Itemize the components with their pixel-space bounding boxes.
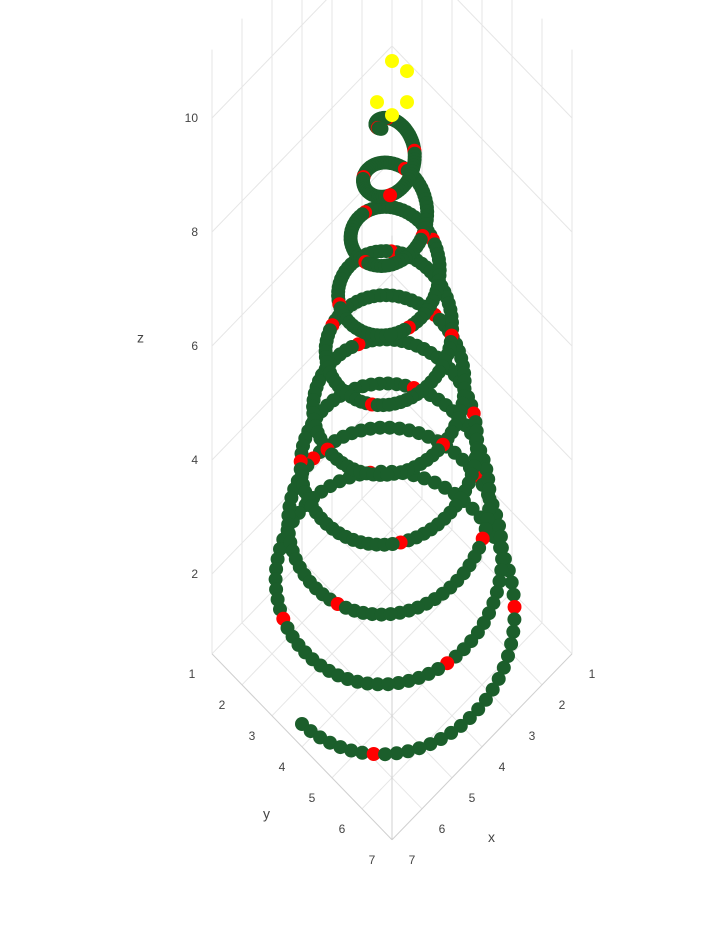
y-tick-label: 1 bbox=[189, 667, 196, 681]
y-axis-label: y bbox=[263, 806, 270, 822]
axis-ticks: 1 2 3 4 5 6 7 1 2 3 4 5 6 7 2 4 6 8 10 bbox=[185, 111, 596, 867]
star-point bbox=[400, 95, 414, 110]
tree-point bbox=[507, 612, 522, 627]
ornament-point bbox=[366, 747, 381, 761]
y-tick-label: 2 bbox=[219, 698, 226, 712]
tree-point bbox=[355, 745, 370, 760]
star-point bbox=[370, 95, 384, 110]
tree-point bbox=[389, 746, 404, 761]
tree-point bbox=[491, 671, 506, 686]
tree-point bbox=[378, 747, 393, 762]
x-tick-label: 1 bbox=[589, 667, 596, 681]
y-tick-label: 5 bbox=[309, 791, 316, 805]
tree-point bbox=[485, 682, 500, 697]
ornament-point bbox=[383, 188, 398, 203]
tree-point bbox=[374, 121, 389, 136]
tree-point bbox=[504, 575, 519, 590]
tree-point bbox=[383, 607, 398, 622]
tree-point bbox=[381, 258, 396, 273]
axis-edge bbox=[211, 653, 393, 841]
tree-point bbox=[471, 702, 486, 717]
z-tick-label: 10 bbox=[185, 111, 199, 125]
x-axis-label: x bbox=[488, 829, 495, 845]
tree-point bbox=[385, 537, 400, 551]
tree-point bbox=[494, 540, 509, 555]
tree-point bbox=[506, 624, 521, 639]
x-tick-label: 4 bbox=[499, 760, 506, 774]
scatter-points bbox=[268, 54, 522, 762]
ornament-point bbox=[507, 600, 522, 614]
tree-point bbox=[333, 740, 348, 755]
z-tick-label: 8 bbox=[191, 225, 198, 239]
tree-point bbox=[496, 660, 511, 675]
tree-point bbox=[482, 492, 497, 507]
tree-point bbox=[495, 552, 510, 566]
tree-point bbox=[482, 482, 497, 497]
tree-point bbox=[344, 743, 359, 758]
tree-point bbox=[501, 649, 515, 663]
tree-point bbox=[381, 677, 396, 692]
star-point bbox=[385, 54, 399, 68]
x-tick-label: 5 bbox=[469, 791, 476, 805]
x-tick-label: 2 bbox=[559, 698, 566, 712]
y-tick-label: 3 bbox=[249, 729, 256, 743]
wall-gridline-horizontal bbox=[211, 0, 573, 119]
star-point bbox=[400, 64, 414, 79]
tree-point bbox=[478, 692, 493, 707]
tree-point bbox=[453, 718, 468, 733]
tree-point bbox=[444, 725, 459, 740]
z-tick-label: 6 bbox=[191, 339, 198, 353]
tree-point bbox=[401, 744, 415, 759]
tree-point bbox=[380, 467, 395, 482]
wall-gridline-horizontal bbox=[211, 45, 573, 233]
x-tick-label: 7 bbox=[409, 853, 416, 867]
tree-point bbox=[423, 737, 438, 752]
tree-point bbox=[412, 741, 427, 756]
tree-point bbox=[494, 563, 509, 578]
tree-point bbox=[391, 676, 406, 690]
tree-point bbox=[370, 677, 385, 692]
tree-point bbox=[360, 676, 375, 691]
tree-point bbox=[504, 637, 519, 651]
tree-point bbox=[382, 397, 397, 412]
tree-point bbox=[493, 529, 508, 544]
tree-point bbox=[269, 562, 284, 577]
y-tick-label: 6 bbox=[339, 822, 346, 836]
z-tick-label: 4 bbox=[191, 453, 198, 467]
z-axis-label: z bbox=[137, 330, 144, 346]
tree-point bbox=[489, 585, 504, 600]
tree-point bbox=[417, 471, 432, 486]
x-tick-label: 3 bbox=[529, 729, 536, 743]
tree-point bbox=[383, 327, 398, 342]
y-tick-label: 4 bbox=[279, 760, 286, 774]
tree-point bbox=[433, 732, 448, 746]
x-tick-label: 6 bbox=[439, 822, 446, 836]
tree-point bbox=[506, 587, 521, 602]
tree-point bbox=[492, 518, 506, 533]
tree-point bbox=[268, 572, 283, 587]
y-tick-label: 7 bbox=[369, 853, 376, 867]
star-point bbox=[385, 108, 399, 123]
z-tick-label: 2 bbox=[191, 567, 198, 581]
tree-point bbox=[492, 574, 507, 589]
tree-point bbox=[462, 711, 477, 725]
axis-edge bbox=[391, 653, 573, 841]
